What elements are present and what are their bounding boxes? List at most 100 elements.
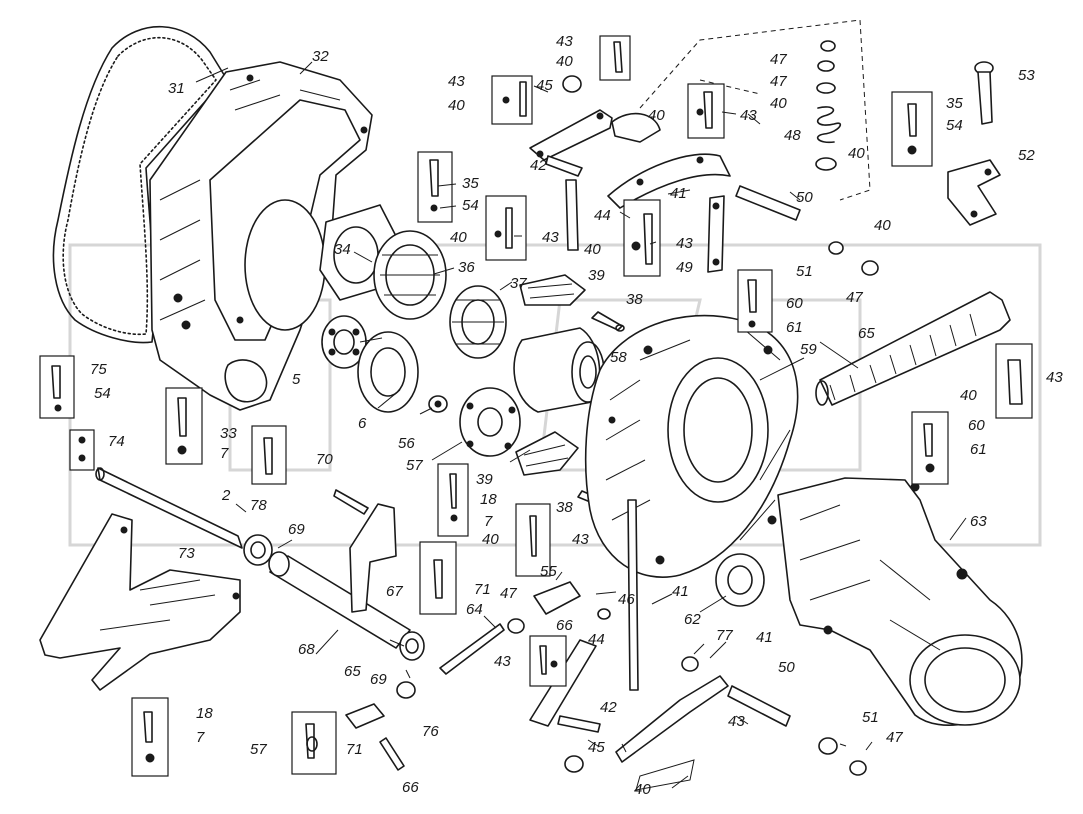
label-75: 75 — [90, 361, 107, 378]
label-66: 66 — [556, 617, 573, 634]
nut-47-lower — [507, 618, 525, 634]
label-73: 73 — [178, 545, 195, 562]
label-76: 76 — [422, 723, 439, 740]
label-18: 18 — [480, 491, 497, 508]
nut-47-bottom — [849, 760, 867, 776]
shaft-2 — [95, 467, 243, 549]
label-50: 50 — [796, 189, 813, 206]
label-61: 61 — [970, 441, 987, 458]
dashed-outline — [639, 19, 871, 201]
bracket-52 — [947, 159, 1001, 226]
label-71: 71 — [474, 581, 491, 598]
spring-48 — [816, 106, 842, 144]
label-41: 41 — [672, 583, 689, 600]
label-40: 40 — [482, 531, 499, 548]
liner-39-top — [519, 274, 586, 306]
bar-49 — [707, 195, 725, 273]
label-43: 43 — [572, 531, 589, 548]
flange-57 — [459, 387, 521, 457]
label-45: 45 — [536, 77, 553, 94]
label-56: 56 — [398, 435, 415, 452]
label-54: 54 — [946, 117, 963, 134]
label-77: 77 — [716, 627, 733, 644]
bushing-69-left — [243, 534, 273, 566]
label-5: 5 — [292, 371, 301, 388]
axle-50-lower — [727, 685, 791, 727]
nut-66-mid — [597, 608, 611, 620]
label-58: 58 — [610, 349, 627, 366]
lever-41-lower-right — [615, 675, 729, 763]
label-35: 35 — [946, 95, 963, 112]
bolt-64 — [439, 623, 505, 675]
label-60: 60 — [968, 417, 985, 434]
label-57: 57 — [406, 457, 423, 474]
label-51: 51 — [862, 709, 879, 726]
part-labels: 31 32 43 40 43 40 45 47 47 40 40 43 48 4… — [90, 33, 1063, 798]
label-43: 43 — [556, 33, 573, 50]
label-34: 34 — [334, 241, 351, 258]
bracket-top-lever — [349, 503, 397, 613]
label-40: 40 — [648, 107, 665, 124]
bracket-73 — [39, 513, 241, 691]
tube-68 — [268, 551, 411, 649]
label-47: 47 — [846, 289, 863, 306]
nut-76 — [396, 681, 416, 699]
label-53: 53 — [1018, 67, 1035, 84]
label-66: 66 — [402, 779, 419, 796]
label-61: 61 — [786, 319, 803, 336]
bolt-70 — [333, 489, 369, 515]
label-39: 39 — [476, 471, 493, 488]
label-43: 43 — [542, 229, 559, 246]
label-63: 63 — [970, 513, 987, 530]
bushing-69-right — [399, 631, 425, 661]
label-47: 47 — [500, 585, 517, 602]
label-37: 37 — [510, 275, 527, 292]
label-42: 42 — [530, 157, 547, 174]
pin-42-upper — [545, 155, 583, 177]
label-47: 47 — [770, 73, 787, 90]
label-41: 41 — [670, 185, 687, 202]
bolt-53 — [974, 61, 994, 125]
label-54: 54 — [94, 385, 111, 402]
label-52: 52 — [1018, 147, 1035, 164]
label-7: 7 — [196, 729, 205, 746]
nut-51-upper — [828, 241, 844, 255]
label-40: 40 — [770, 95, 787, 112]
fastener-bolts — [51, 41, 1023, 763]
lever-pivot — [611, 112, 661, 143]
label-47: 47 — [770, 51, 787, 68]
pin-66-lower — [379, 737, 405, 771]
rod-44-upper — [565, 179, 579, 251]
label-64: 64 — [466, 601, 483, 618]
label-43: 43 — [448, 73, 465, 90]
label-42: 42 — [600, 699, 617, 716]
label-57: 57 — [250, 741, 267, 758]
liner-39-bottom — [515, 431, 579, 476]
label-2: 2 — [221, 487, 231, 504]
label-45: 45 — [588, 739, 605, 756]
label-40: 40 — [556, 53, 573, 70]
ring-37 — [449, 285, 507, 359]
label-46: 46 — [618, 591, 635, 608]
axle-50-upper — [735, 185, 801, 221]
label-69: 69 — [288, 521, 305, 538]
label-40: 40 — [634, 781, 651, 798]
lever-upper-left — [529, 109, 613, 161]
lever-41-upper — [607, 153, 731, 209]
housing-32 — [149, 61, 373, 411]
label-7: 7 — [220, 445, 229, 462]
nut-47-upper — [861, 260, 879, 276]
rod-46 — [627, 499, 639, 691]
bushing-45-upper — [562, 75, 582, 93]
bushing-45-lower — [564, 755, 584, 773]
bearing-5 — [321, 315, 367, 369]
gasket-ring-6 — [357, 331, 419, 413]
gasket-31 — [52, 25, 227, 344]
label-65: 65 — [344, 663, 361, 680]
label-32: 32 — [312, 48, 329, 65]
block-65-lower — [345, 703, 385, 729]
label-33: 33 — [220, 425, 237, 442]
leader-lines — [195, 61, 967, 791]
label-48: 48 — [784, 127, 801, 144]
label-18: 18 — [196, 705, 213, 722]
